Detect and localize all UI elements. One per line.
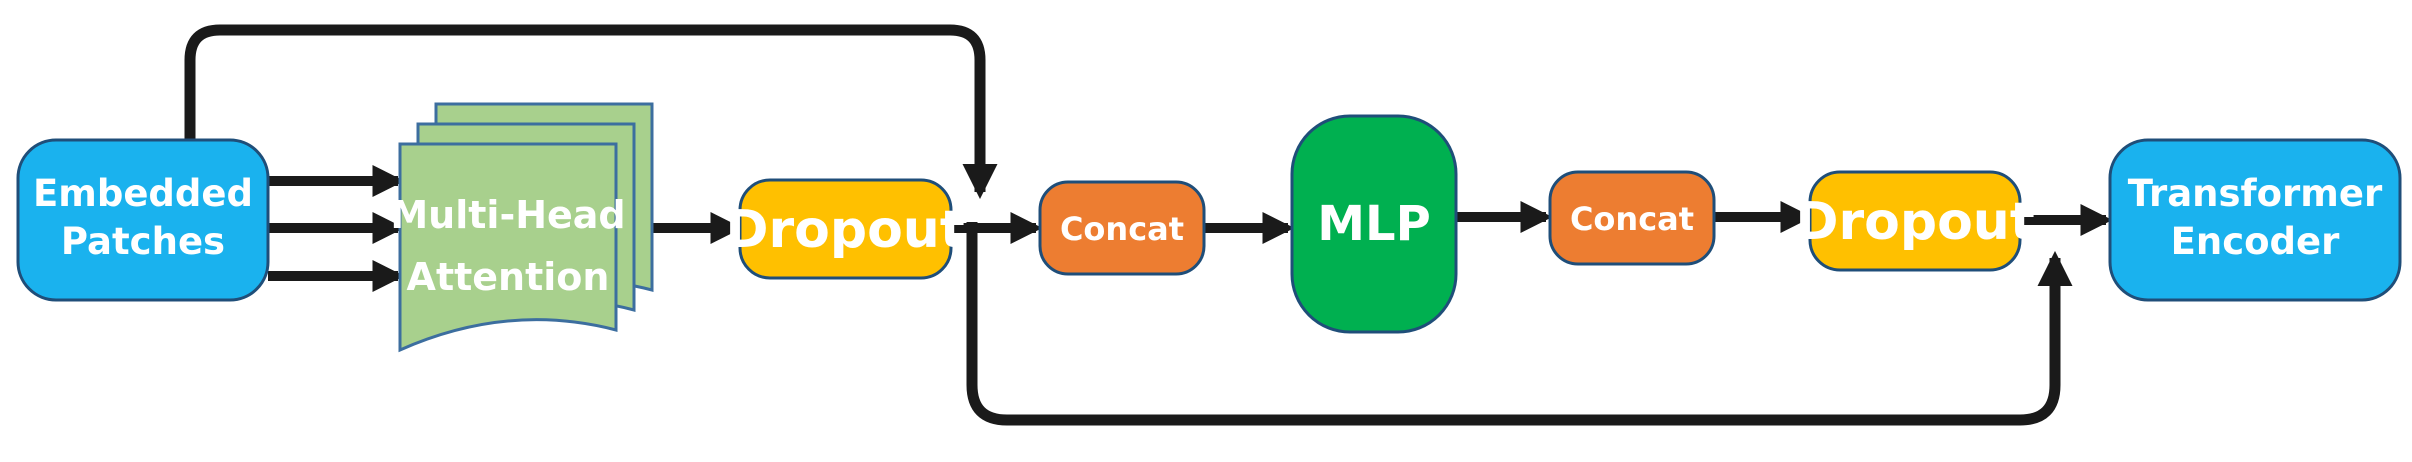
- dropout-2-label: Dropout: [1795, 192, 2034, 252]
- transformer-encoder-label-line2: Encoder: [2171, 220, 2341, 263]
- dropout-node-2: Dropout: [1795, 170, 2035, 272]
- concat-node-2: Concat: [1548, 170, 1716, 266]
- mlp-label: MLP: [1317, 196, 1431, 252]
- skip-connection-top: [184, 24, 998, 200]
- transformer-encoder-label-line1: Transformer: [2128, 172, 2383, 215]
- embedded-patches-node: Embedded Patches: [16, 138, 270, 302]
- skip-connection-bottom: [966, 222, 2073, 426]
- transformer-encoder-node: Transformer Encoder: [2108, 138, 2402, 302]
- concat-1-label: Concat: [1060, 210, 1184, 248]
- attention-label-line1: Multi-Head: [390, 193, 625, 237]
- dropout-node-1: Dropout: [725, 178, 965, 280]
- dropout-1-label: Dropout: [725, 200, 964, 260]
- multi-head-attention-node: Multi-Head Attention: [390, 102, 654, 353]
- embedded-patches-label-line1: Embedded: [33, 172, 253, 215]
- mlp-node: MLP: [1290, 114, 1458, 334]
- concat-node-1: Concat: [1038, 180, 1206, 276]
- embedded-patches-label-line2: Patches: [61, 220, 225, 263]
- attention-label-line2: Attention: [407, 255, 610, 299]
- concat-2-label: Concat: [1570, 200, 1694, 238]
